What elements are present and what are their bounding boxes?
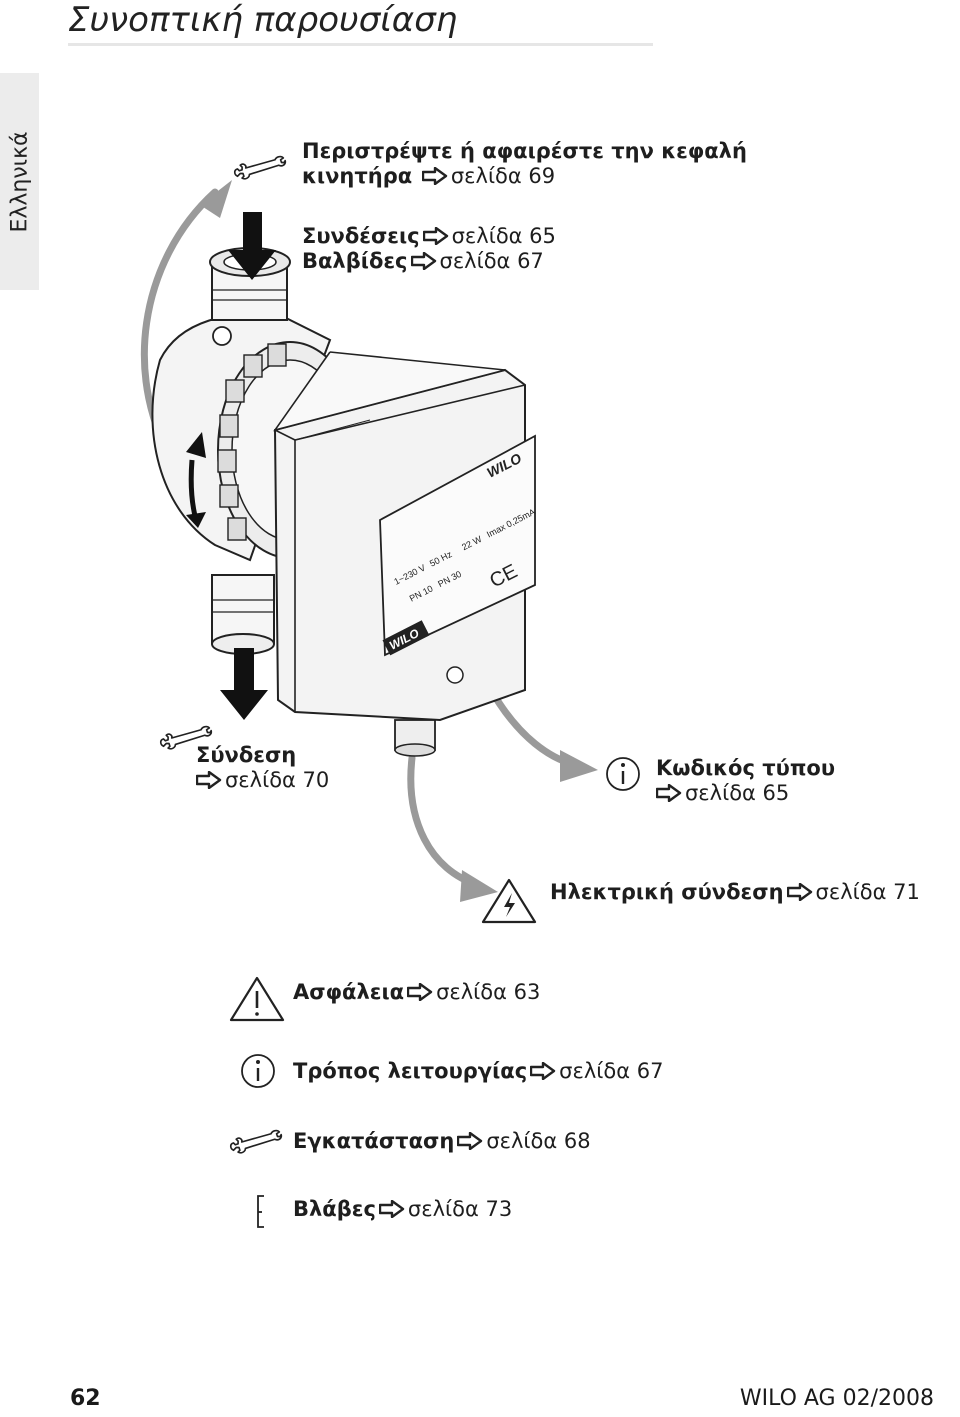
page-arrow-icon bbox=[411, 252, 437, 270]
language-tab[interactable]: Ελληνικά bbox=[0, 73, 39, 290]
ref-connection-label: Σύνδεση bbox=[196, 743, 297, 767]
ref-type-code-page[interactable]: σελίδα 65 bbox=[685, 781, 790, 805]
ref-safety-label: Ασφάλεια bbox=[293, 980, 405, 1004]
fault-icon bbox=[257, 1195, 264, 1228]
ref-installation-label: Εγκατάσταση bbox=[293, 1129, 455, 1153]
ref-valves-page[interactable]: σελίδα 67 bbox=[439, 249, 544, 273]
page-arrow-icon bbox=[379, 1200, 405, 1218]
wrench-icon bbox=[233, 155, 287, 181]
electrical-curve-arrow bbox=[407, 754, 482, 889]
ref-rotate-head-label: Περιστρέψτε ή αφαιρέστε την κεφαλή bbox=[302, 139, 747, 163]
page-arrow-icon bbox=[530, 1062, 556, 1080]
ref-rotate-head-label2: κινητήρα bbox=[302, 164, 413, 188]
electrical-warning-icon bbox=[481, 878, 537, 924]
ref-installation-page[interactable]: σελίδα 68 bbox=[486, 1129, 591, 1153]
info-icon bbox=[606, 757, 640, 791]
publisher-info: WILO AG 02/2008 bbox=[739, 1386, 934, 1411]
page-title: Συνοπτική παρουσίαση bbox=[68, 0, 458, 40]
safety-warning-icon bbox=[229, 976, 285, 1022]
ref-valves: Βαλβίδες σελίδα 67 bbox=[302, 249, 544, 274]
page-arrow-icon bbox=[457, 1132, 483, 1150]
info-icon bbox=[241, 1054, 275, 1088]
title-underline bbox=[68, 43, 653, 46]
ref-rotate-head-page[interactable]: σελίδα 69 bbox=[450, 164, 556, 188]
page-arrow-icon bbox=[196, 771, 222, 789]
page-arrow-icon bbox=[787, 883, 813, 901]
flow-in-arrow bbox=[228, 212, 276, 280]
wrench-icon bbox=[229, 1129, 283, 1155]
page-arrow-icon bbox=[422, 167, 448, 185]
page-number: 62 bbox=[70, 1386, 101, 1411]
ref-connections-page[interactable]: σελίδα 65 bbox=[451, 224, 556, 248]
ref-electrical: Ηλεκτρική σύνδεση σελίδα 71 bbox=[550, 880, 920, 905]
ref-safety-page[interactable]: σελίδα 63 bbox=[436, 980, 541, 1004]
flow-out-arrow bbox=[220, 648, 268, 720]
ref-safety: Ασφάλεια σελίδα 63 bbox=[293, 980, 540, 1005]
ref-type-code-label: Κωδικός τύπου bbox=[656, 756, 836, 780]
ref-installation: Εγκατάσταση σελίδα 68 bbox=[293, 1129, 591, 1154]
ref-operation: Τρόπος λειτουργίας σελίδα 67 bbox=[293, 1059, 663, 1084]
page-arrow-icon bbox=[407, 983, 433, 1001]
ref-rotate-head: Περιστρέψτε ή αφαιρέστε την κεφαλή κινητ… bbox=[302, 139, 747, 189]
ref-valves-label: Βαλβίδες bbox=[302, 249, 408, 273]
ref-type-code: Κωδικός τύπου σελίδα 65 bbox=[656, 756, 835, 806]
ref-operation-label: Τρόπος λειτουργίας bbox=[293, 1059, 528, 1083]
ref-faults-label: Βλάβες bbox=[293, 1197, 376, 1221]
page-arrow-icon bbox=[423, 227, 449, 245]
page-arrow-icon bbox=[656, 784, 682, 802]
ref-operation-page[interactable]: σελίδα 67 bbox=[559, 1059, 664, 1083]
ref-connections-label: Συνδέσεις bbox=[302, 224, 420, 248]
ref-faults-page[interactable]: σελίδα 73 bbox=[407, 1197, 513, 1221]
ref-connection-page[interactable]: σελίδα 70 bbox=[225, 768, 330, 792]
ref-electrical-label: Ηλεκτρική σύνδεση bbox=[550, 880, 784, 904]
ref-connection: Σύνδεση σελίδα 70 bbox=[196, 743, 329, 793]
ref-electrical-page[interactable]: σελίδα 71 bbox=[815, 880, 920, 904]
ref-faults: Βλάβες σελίδα 73 bbox=[293, 1197, 512, 1222]
ref-connections: Συνδέσεις σελίδα 65 bbox=[302, 224, 556, 249]
